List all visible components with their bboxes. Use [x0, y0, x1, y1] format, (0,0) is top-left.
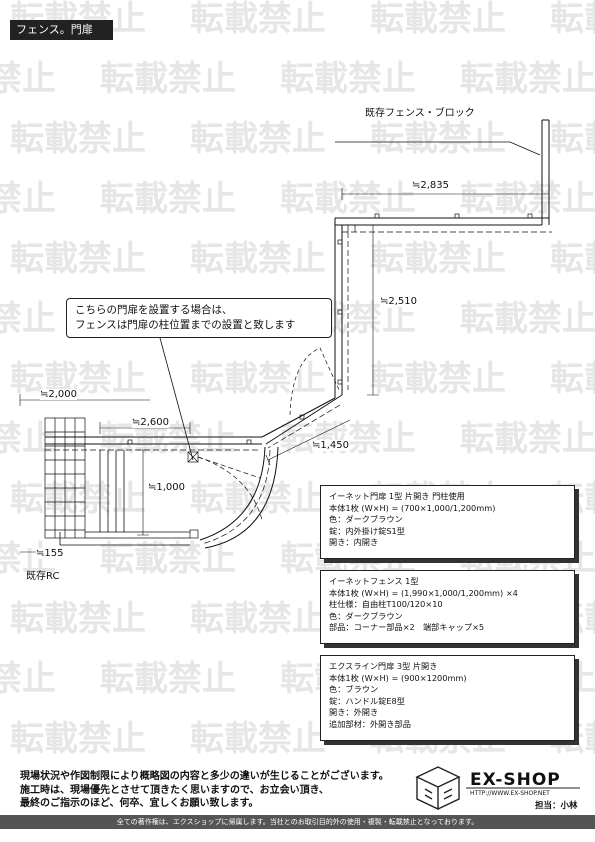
- ex-shop-logo-icon: [415, 766, 580, 811]
- spec-box-enet-gate: イーネット門扉 1型 片開き 門柱使用 本体1枚 (W×H) = (700×1,…: [320, 485, 575, 559]
- watermark-text: 転載禁止: [10, 719, 146, 759]
- watermark-text: 転載禁止: [460, 59, 595, 99]
- watermark-text: 転載禁止: [10, 599, 146, 639]
- watermark-text: 転載禁止: [190, 719, 326, 759]
- spec-line: 錠：ハンドル錠E8型: [329, 695, 405, 706]
- dimension-lines: [19, 141, 550, 553]
- brand-url: HTTP://WWW.EX-SHOP.NET: [470, 790, 550, 797]
- spec-line: 色：ダークブラウン: [329, 610, 403, 621]
- dim-155: ≒155: [36, 548, 64, 559]
- spec-line: 部品：コーナー部品×2 端部キャップ×5: [329, 622, 485, 633]
- watermark-text: 転載禁止: [0, 539, 56, 579]
- right-fence-run: [334, 218, 552, 398]
- dim-2000: ≒2,000: [40, 389, 78, 400]
- watermark-text: 転載禁止: [190, 599, 326, 639]
- callout-line-2: フェンスは門扉の柱位置までの設置と致します: [75, 319, 296, 331]
- watermark-text: 転載禁止: [10, 119, 146, 159]
- spec-line: イーネットフェンス 1型: [329, 576, 419, 586]
- spec-line: 追加部材：外開き部品: [329, 718, 411, 729]
- watermark-text: 転載禁止: [370, 359, 506, 399]
- watermark-text: 転載禁止: [0, 59, 56, 99]
- watermark-text: 転載禁止: [10, 239, 146, 279]
- callout-line-1: こちらの門扉を設置する場合は、: [75, 304, 233, 316]
- watermark-text: 転載禁止: [190, 119, 326, 159]
- dim-2510: ≒2,510: [380, 296, 418, 307]
- watermark-text: 転載禁止: [550, 0, 595, 39]
- watermark-text: 転載禁止: [0, 299, 56, 339]
- watermark-text: 転載禁止: [280, 59, 416, 99]
- spec-line: 開き：外開き: [329, 707, 379, 718]
- staff-in-charge: 担当：小林: [535, 801, 578, 811]
- watermark-text: 転載禁止: [10, 479, 146, 519]
- watermark-text: 転載禁止: [0, 179, 56, 219]
- dim-1450: ≒1,450: [312, 440, 350, 451]
- spec-line: 色：ダークブラウン: [329, 514, 403, 525]
- watermark-text: 転載禁止: [190, 359, 326, 399]
- spec-line: 本体1枚 (W×H) = (900×1200mm): [329, 672, 467, 683]
- watermark-text: 転載禁止: [370, 119, 506, 159]
- brand-name: EX-SHOP: [470, 770, 561, 790]
- watermark-text: 転載禁止: [100, 59, 236, 99]
- spec-line: エクスライン門扉 3型 片開き: [329, 661, 438, 671]
- note-line-3: 最終のご指示のほど、何卒、宜しくお願い致します。: [20, 798, 259, 809]
- watermark-text: 転載禁止: [550, 239, 595, 279]
- watermark-text: 転載禁止: [280, 179, 416, 219]
- gate-install-callout: こちらの門扉を設置する場合は、 フェンスは門扉の柱位置までの設置と致します: [66, 298, 332, 338]
- spec-box-exline-gate: エクスライン門扉 3型 片開き 本体1枚 (W×H) = (900×1200mm…: [320, 655, 575, 741]
- copyright-footer: 全ての著作権は、エクスショップに帰属します。当社とのお取引目的外の使用・複製・転…: [0, 815, 595, 829]
- watermark-text: 転載禁止: [460, 299, 595, 339]
- watermark-text: 転載禁止: [460, 419, 595, 459]
- existing-fence-block-wall: [541, 119, 550, 225]
- spec-line: 本体1枚 (W×H) = (1,990×1,000/1,200mm) ×4: [329, 587, 518, 598]
- left-fence-run: [45, 436, 262, 451]
- watermark-text: 転載禁止: [370, 239, 506, 279]
- watermark-text: 転載禁止: [370, 0, 506, 39]
- diagonal-fence-run: [261, 394, 343, 449]
- dim-1000: ≒1,000: [148, 482, 186, 493]
- spec-line: 開き：内開き: [329, 537, 379, 548]
- existing-rc-grid: [44, 417, 86, 539]
- spec-line: 錠：内外掛け錠S1型: [329, 525, 405, 536]
- spec-box-enet-fence: イーネットフェンス 1型 本体1枚 (W×H) = (1,990×1,000/1…: [320, 570, 575, 644]
- note-line-2: 施工時は、現場優先とさせて頂きたく思いますので、お立会い頂き、: [20, 784, 329, 796]
- watermark-text: 転載禁止: [460, 179, 595, 219]
- watermark-text: 転載禁止: [0, 659, 56, 699]
- note-line-1: 現場状況や作図制限により概略図の内容と多少の違いが生じることがございます。: [20, 771, 389, 782]
- label-existing-rc: 既存RC: [26, 571, 60, 582]
- watermark-text: 転載禁止: [550, 119, 595, 159]
- label-existing-fence-block: 既存フェンス・ブロック: [365, 104, 475, 119]
- watermark-text: 転載禁止: [100, 179, 236, 219]
- entrance-steps: [59, 450, 190, 546]
- fence-post-marks: [127, 213, 533, 445]
- watermark-text: 転載禁止: [10, 359, 146, 399]
- spec-line: 柱仕様：自由柱T100/120×10: [329, 599, 443, 610]
- page-title: フェンス。門扉: [10, 20, 113, 40]
- watermark-text: 転載禁止: [280, 419, 416, 459]
- spec-line: 色：ブラウン: [329, 684, 379, 695]
- gate-swing: [187, 347, 341, 539]
- watermark-text: 転載禁止: [190, 239, 326, 279]
- dim-2600: ≒2,600: [132, 417, 170, 428]
- curved-approach-wall: [199, 446, 279, 549]
- site-notes: 現場状況や作図制限により概略図の内容と多少の違いが生じることがございます。 施工…: [20, 770, 389, 811]
- dim-2835: ≒2,835: [412, 180, 450, 191]
- watermark-text: 転載禁止: [100, 659, 236, 699]
- spec-line: イーネット門扉 1型 片開き 門柱使用: [329, 491, 465, 501]
- watermark-text: 転載禁止: [0, 419, 56, 459]
- watermark-text: 転載禁止: [190, 0, 326, 39]
- watermark-text: 転載禁止: [550, 359, 595, 399]
- spec-line: 本体1枚 (W×H) = (700×1,000/1,200mm): [329, 502, 496, 513]
